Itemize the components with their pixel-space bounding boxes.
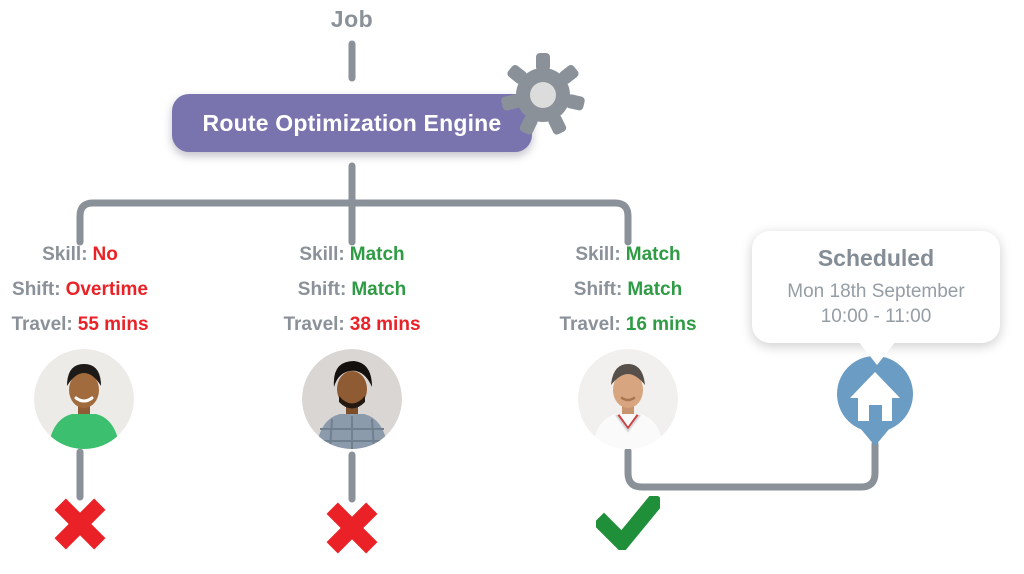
job-label: Job xyxy=(330,6,374,32)
shift-row: Shift:Overtime xyxy=(0,276,190,311)
callout-tail xyxy=(858,341,896,365)
attribute-block: Skill:No Shift:Overtime Travel:55 mins xyxy=(0,241,190,346)
attribute-block: Skill:Match Shift:Match Travel:16 mins xyxy=(518,241,738,346)
x-icon xyxy=(326,502,378,554)
skill-value: No xyxy=(92,244,118,265)
skill-row: Skill:Match xyxy=(518,241,738,276)
skill-value: Match xyxy=(625,244,681,265)
skill-label: Skill: xyxy=(575,244,621,265)
technician-avatar xyxy=(302,349,402,449)
skill-value: Match xyxy=(349,244,405,265)
scheduled-callout: Scheduled Mon 18th September 10:00 - 11:… xyxy=(752,231,1000,343)
check-icon xyxy=(596,496,660,550)
technician-avatar xyxy=(578,349,678,449)
gear-icon xyxy=(501,53,585,135)
travel-row: Travel:38 mins xyxy=(242,311,462,346)
route-optimization-engine-box: Route Optimization Engine xyxy=(172,94,532,152)
skill-row: Skill:No xyxy=(0,241,190,276)
travel-row: Travel:16 mins xyxy=(518,311,738,346)
shift-value: Match xyxy=(351,279,407,300)
x-icon xyxy=(54,498,106,550)
travel-row: Travel:55 mins xyxy=(0,311,190,346)
house-pin-icon xyxy=(837,356,913,446)
scheduled-time: 10:00 - 11:00 xyxy=(820,306,932,327)
scheduled-date: Mon 18th September xyxy=(787,281,965,302)
scheduled-title: Scheduled xyxy=(817,245,935,271)
attribute-block: Skill:Match Shift:Match Travel:38 mins xyxy=(242,241,462,346)
shift-label: Shift: xyxy=(573,279,623,300)
shift-row: Shift:Match xyxy=(518,276,738,311)
skill-label: Skill: xyxy=(299,244,345,265)
travel-value: 55 mins xyxy=(77,314,149,335)
travel-label: Travel: xyxy=(559,314,621,335)
shift-row: Shift:Match xyxy=(242,276,462,311)
technician-avatar xyxy=(34,349,134,449)
travel-label: Travel: xyxy=(11,314,73,335)
skill-row: Skill:Match xyxy=(242,241,462,276)
travel-value: 38 mins xyxy=(349,314,421,335)
shift-value: Match xyxy=(627,279,683,300)
travel-value: 16 mins xyxy=(625,314,697,335)
shift-label: Shift: xyxy=(297,279,347,300)
shift-value: Overtime xyxy=(65,279,148,300)
engine-label: Route Optimization Engine xyxy=(202,109,502,136)
skill-label: Skill: xyxy=(42,244,88,265)
shift-label: Shift: xyxy=(12,279,61,300)
travel-label: Travel: xyxy=(283,314,345,335)
